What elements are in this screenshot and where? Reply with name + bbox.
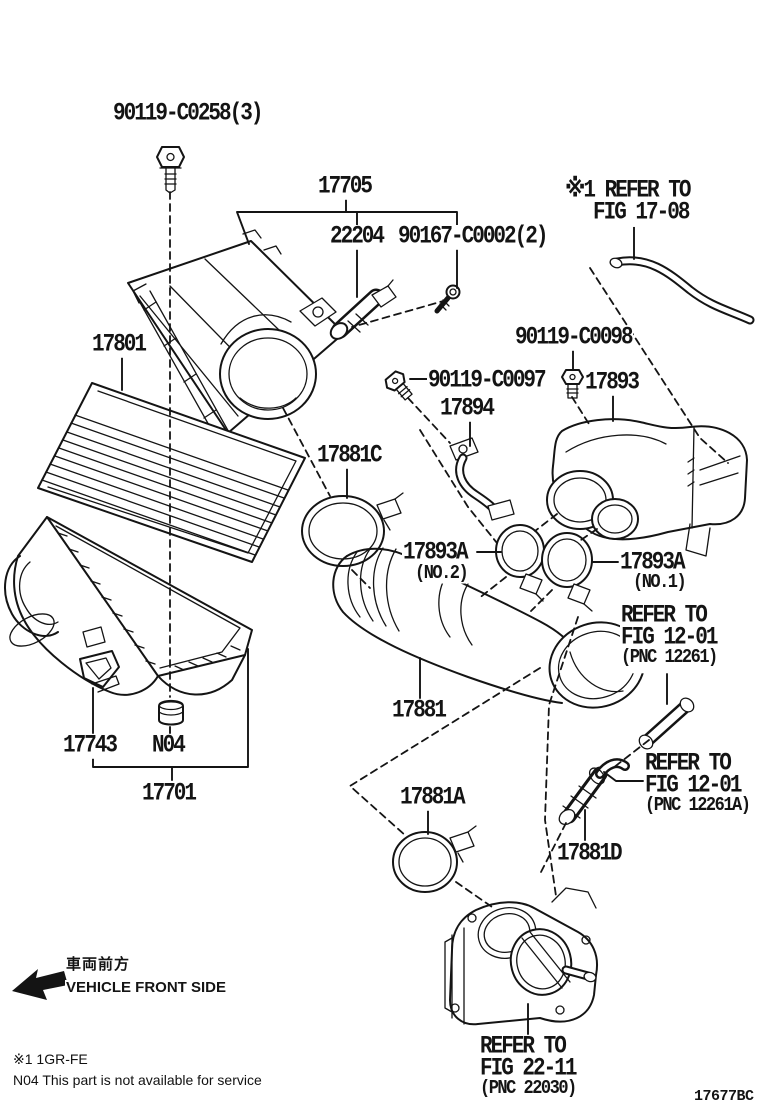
callout-17893[interactable]: 17893	[584, 369, 640, 397]
callout-90119-C0258[interactable]: 90119-C0258(3)	[112, 100, 263, 128]
callout-90119-C0097[interactable]: 90119-C0097	[427, 367, 547, 395]
vacuum-pipe-drawing	[638, 697, 695, 750]
hose-clamp-drawing	[301, 492, 404, 567]
ref-fig-12-01-pnc12261[interactable]: REFER TO FIG 12-01 (PNC 12261)	[620, 604, 718, 674]
hose-clamp-drawing	[495, 524, 545, 602]
ref-fig-17-08[interactable]: ※1 REFER TO FIG 17-08	[564, 177, 691, 227]
ref-line: FIG 12-01	[644, 774, 751, 800]
ref-line: FIG 17-08	[592, 201, 691, 227]
grommet-drawing	[158, 699, 184, 726]
ref-fig-12-01-pnc12261A[interactable]: REFER TO FIG 12-01 (PNC 12261A)	[644, 752, 751, 822]
footnote-service: N04 This part is not available for servi…	[13, 1072, 262, 1088]
vehicle-front-label-jp: 車両前方	[65, 956, 132, 973]
callout-17743[interactable]: 17743	[62, 732, 118, 760]
callout-90119-C0098[interactable]: 90119-C0098	[514, 324, 634, 352]
bolt-icon	[384, 370, 413, 401]
throttle-body-drawing	[444, 887, 598, 1026]
callout-17893A-no2[interactable]: 17893A	[402, 539, 469, 567]
bracket-pipe-drawing	[449, 437, 515, 521]
callout-17705[interactable]: 17705	[317, 173, 373, 201]
callout-N04[interactable]: N04	[151, 732, 186, 760]
callout-17893A-no1-note: (NO.1)	[632, 571, 687, 594]
callout-17881[interactable]: 17881	[391, 697, 447, 725]
air-cleaner-cap-drawing	[127, 229, 345, 464]
pcv-hose-drawing	[558, 758, 630, 826]
maf-sensor-drawing	[329, 279, 397, 340]
callout-17881A[interactable]: 17881A	[399, 784, 466, 812]
filter-element-drawing	[37, 382, 306, 563]
vehicle-front-label-en: VEHICLE FRONT SIDE	[65, 979, 228, 996]
bolt-icon	[156, 146, 185, 194]
ref-line: (PNC 12261)	[620, 648, 718, 674]
callout-22204[interactable]: 22204	[329, 223, 385, 251]
clip-drawing	[79, 650, 120, 693]
assembly-dashed-lines	[169, 191, 729, 908]
callout-90167-C0002[interactable]: 90167-C0002(2)	[397, 223, 548, 251]
screw-icon	[434, 284, 461, 314]
callout-17801[interactable]: 17801	[91, 331, 147, 359]
ref-line: (PNC 22030)	[479, 1079, 577, 1105]
callout-17881D[interactable]: 17881D	[556, 840, 623, 868]
air-cleaner-case-drawing	[4, 516, 253, 696]
ref-line: ※1 REFER TO	[564, 177, 691, 205]
front-direction-arrow-icon	[12, 969, 68, 1000]
vacuum-hose-drawing	[609, 256, 755, 325]
callout-17881C[interactable]: 17881C	[316, 442, 383, 470]
callout-17893A-no1[interactable]: 17893A	[619, 549, 686, 577]
callout-17701[interactable]: 17701	[141, 780, 197, 808]
callout-17894[interactable]: 17894	[439, 395, 495, 423]
figure-code: 17677BC	[693, 1088, 755, 1105]
ref-line: REFER TO	[620, 604, 718, 630]
bolt-icon	[561, 369, 584, 399]
ref-line: (PNC 12261A)	[644, 796, 751, 822]
ref-line: REFER TO	[644, 752, 751, 778]
footnote-engine: ※1 1GR-FE	[13, 1051, 88, 1067]
hose-clamp-drawing	[541, 532, 593, 612]
ref-line: REFER TO	[479, 1035, 577, 1061]
resonator-drawing	[546, 418, 748, 557]
callout-17893A-no2-note: (NO.2)	[414, 562, 469, 585]
ref-line: FIG 22-11	[479, 1055, 577, 1083]
ref-line: FIG 12-01	[620, 624, 718, 652]
hose-clamp-drawing	[392, 825, 477, 893]
ref-fig-22-11[interactable]: REFER TO FIG 22-11 (PNC 22030)	[479, 1035, 577, 1105]
